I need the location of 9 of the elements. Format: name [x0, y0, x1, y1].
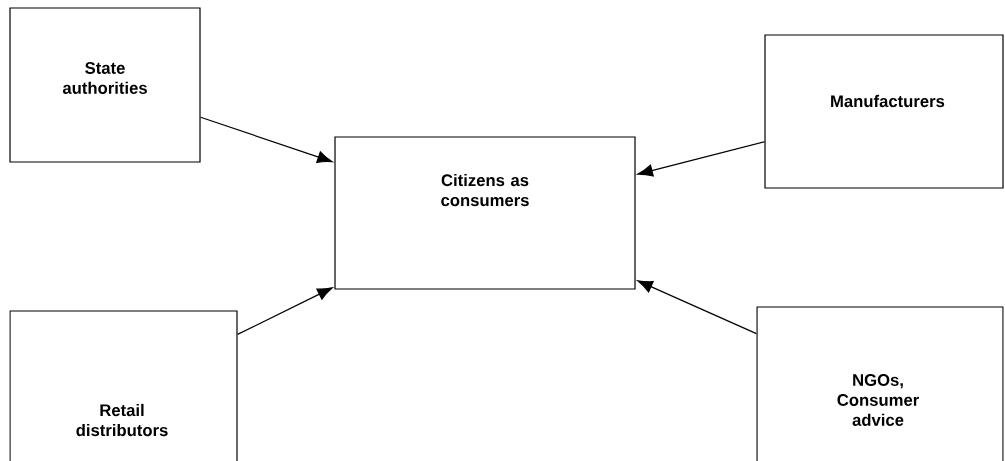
box: Citizens as consumers: [334, 136, 636, 290]
arrow: [237, 287, 333, 335]
arrow: [637, 141, 765, 177]
box: NGOs, Consumer advice: [756, 306, 1004, 461]
box: Retail distributors: [9, 310, 238, 461]
arrow: [200, 116, 333, 164]
box: State authorities: [9, 7, 201, 163]
box: Manufacturers: [764, 34, 1004, 189]
arrow: [637, 280, 757, 335]
